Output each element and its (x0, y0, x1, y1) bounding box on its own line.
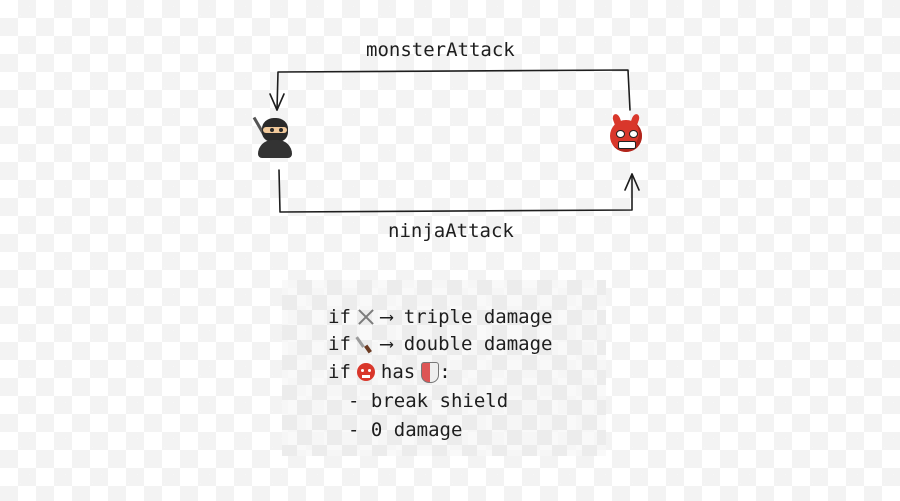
rule-colon: : (439, 361, 451, 383)
ninja-icon (252, 116, 298, 160)
rule-text: ⟶ triple damage (380, 306, 553, 328)
ogre-icon (356, 363, 375, 381)
rule-shield-condition: if has : (328, 361, 451, 383)
monster-attack-arrowhead (269, 93, 285, 111)
rule-if: if (328, 361, 351, 383)
rule-has: has (380, 361, 416, 383)
rule-text: - 0 damage (348, 419, 463, 441)
rule-break-shield: - break shield (348, 390, 508, 412)
ninja-attack-arrowhead (624, 173, 640, 191)
ogre-icon (604, 113, 648, 158)
rules-block: if ⟶ triple damage if ⟶ double damage if… (282, 280, 606, 456)
monster-attack-arrow (276, 69, 631, 111)
ninja-attack-arrow (278, 169, 633, 213)
rule-text: ⟶ double damage (380, 333, 553, 355)
rule-double-damage: if ⟶ double damage (328, 333, 552, 355)
monster-attack-label: monsterAttack (366, 39, 515, 61)
crossed-swords-icon (357, 308, 375, 326)
rule-text: - break shield (348, 390, 509, 412)
rule-if: if (328, 333, 351, 355)
rule-triple-damage: if ⟶ triple damage (328, 306, 552, 328)
dagger-icon (357, 335, 375, 353)
ninja-attack-label: ninjaAttack (388, 220, 514, 242)
shield-icon (421, 361, 440, 383)
rule-zero-damage: - 0 damage (348, 419, 462, 441)
rule-if: if (328, 306, 351, 328)
